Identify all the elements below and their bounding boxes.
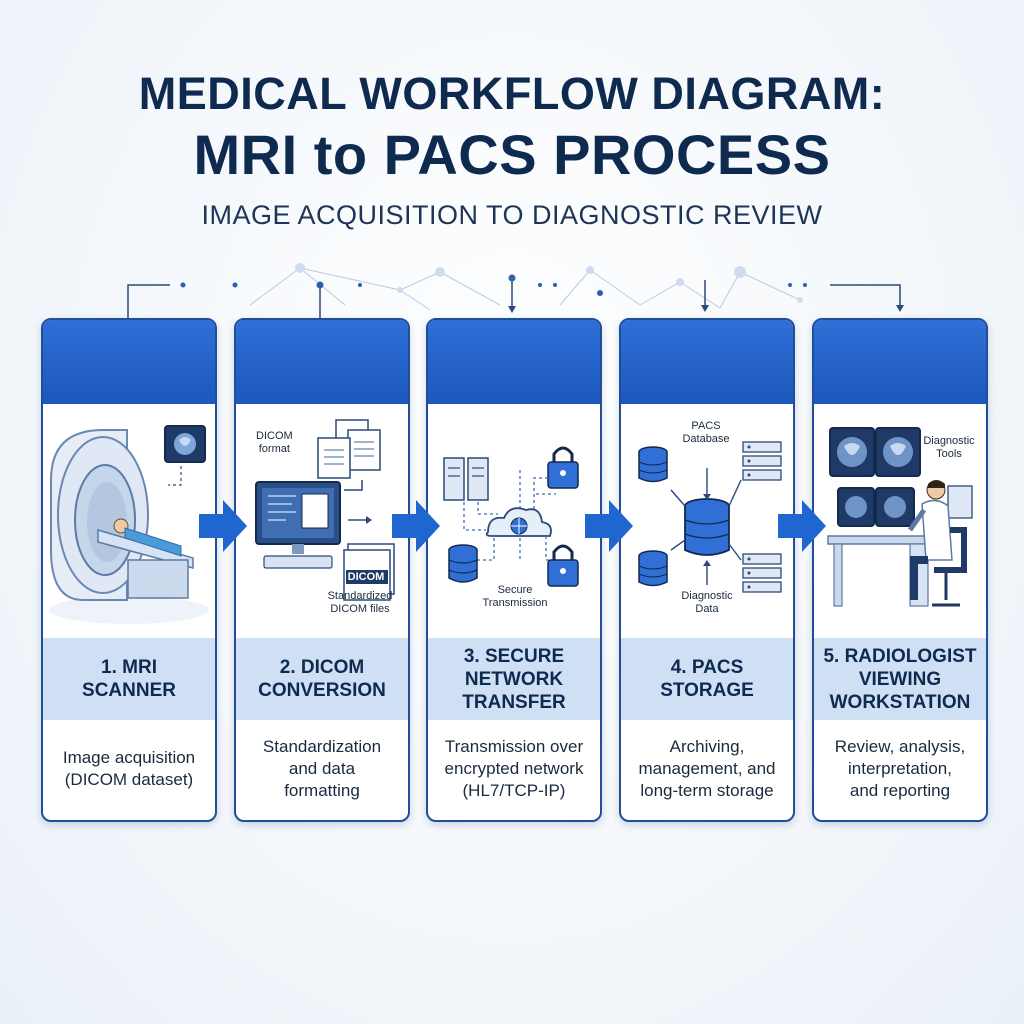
step-header-band (621, 320, 793, 404)
pacs-database-label: PACS Database (682, 420, 730, 445)
step-title: 3. SECURE NETWORK TRANSFER (428, 638, 600, 720)
diagnostic-tools-label: Diagnostic Tools (923, 435, 975, 460)
flow-arrow-icon (778, 500, 826, 552)
step-title: 1. MRI SCANNER (43, 638, 215, 720)
step-description: Image acquisition (DICOM dataset) (62, 748, 196, 789)
step-header-band (428, 320, 600, 404)
radiologist-workstation-icon (827, 427, 973, 607)
step-card-radiologist-workstation: Diagnostic Tools 5. RADIOLOGIST VIEWING … (812, 318, 988, 822)
step-header-band (814, 320, 986, 404)
step-description: Transmission over encrypted network (HL7… (444, 737, 584, 800)
step-card-secure-network-transfer: Secure Transmission 3. SECURE NETWORK TR… (426, 318, 602, 822)
step-description: Review, analysis, interpretation, and re… (834, 737, 966, 800)
flow-arrow-icon (585, 500, 633, 552)
secure-network-icon (443, 446, 579, 587)
dicom-conversion-icon (255, 419, 395, 601)
step-card-pacs-storage: PACS Database Diagnostic Data 4. PACS ST… (619, 318, 795, 822)
page-title-line-1: MEDICAL WORKFLOW DIAGRAM: (138, 68, 886, 119)
pacs-storage-icon (638, 441, 782, 593)
secure-transmission-label: Secure Transmission (482, 584, 548, 609)
step-card-dicom-conversion: DICOM format DICOM Standardized DICOM fi… (234, 318, 410, 822)
step-description: Standardization and data formatting (262, 737, 382, 800)
step-card-mri-scanner: 1. MRI SCANNER Image acquisition (DICOM … (41, 318, 217, 822)
step-title: 5. RADIOLOGIST VIEWING WORKSTATION (814, 638, 986, 720)
dicom-file-label: DICOM (347, 571, 385, 583)
standardized-files-label: Standardized DICOM files (327, 590, 393, 615)
flow-arrow-icon (392, 500, 440, 552)
mri-scanner-icon (49, 425, 209, 624)
step-description: Archiving, management, and long-term sto… (638, 737, 776, 800)
step-header-band (43, 320, 215, 404)
step-title: 4. PACS STORAGE (621, 638, 793, 720)
page-subtitle: IMAGE ACQUISITION TO DIAGNOSTIC REVIEW (201, 200, 823, 230)
step-header-band (236, 320, 408, 404)
dicom-format-label: DICOM format (256, 430, 293, 455)
diagnostic-data-label: Diagnostic Data (681, 590, 733, 615)
page-title-line-2: MRI to PACS PROCESS (193, 123, 831, 186)
flow-arrow-icon (199, 500, 247, 552)
step-title: 2. DICOM CONVERSION (236, 638, 408, 720)
network-connector-graphic (127, 263, 904, 320)
